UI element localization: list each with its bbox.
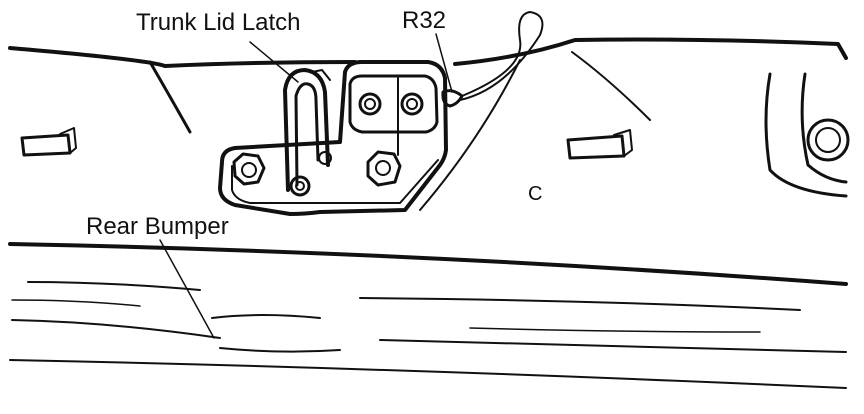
trunk-lid-latch: [218, 60, 448, 216]
latch-bolt-left: [232, 152, 266, 186]
leader-lines: [159, 33, 453, 339]
leader-r32: [435, 33, 453, 93]
leader-rear-bumper: [159, 239, 215, 339]
label-c: C: [528, 183, 542, 205]
rear-bumper: [8, 242, 848, 389]
latch-bolt-top-left: [358, 92, 382, 116]
latch-bolt-top-right: [400, 92, 424, 116]
latch-rivet: [318, 151, 332, 165]
latch-bolt-center: [289, 175, 311, 197]
body-panel: [8, 37, 848, 211]
label-rear-bumper: Rear Bumper: [86, 213, 229, 240]
leader-trunk-lid-latch: [249, 41, 299, 83]
panel-slot-left: [20, 127, 77, 157]
panel-slot-right: [566, 129, 633, 160]
label-r32: R32: [402, 7, 446, 34]
label-trunk-lid-latch: Trunk Lid Latch: [136, 9, 301, 36]
latch-bolt-right: [366, 150, 402, 187]
body-fastener: [806, 118, 850, 162]
